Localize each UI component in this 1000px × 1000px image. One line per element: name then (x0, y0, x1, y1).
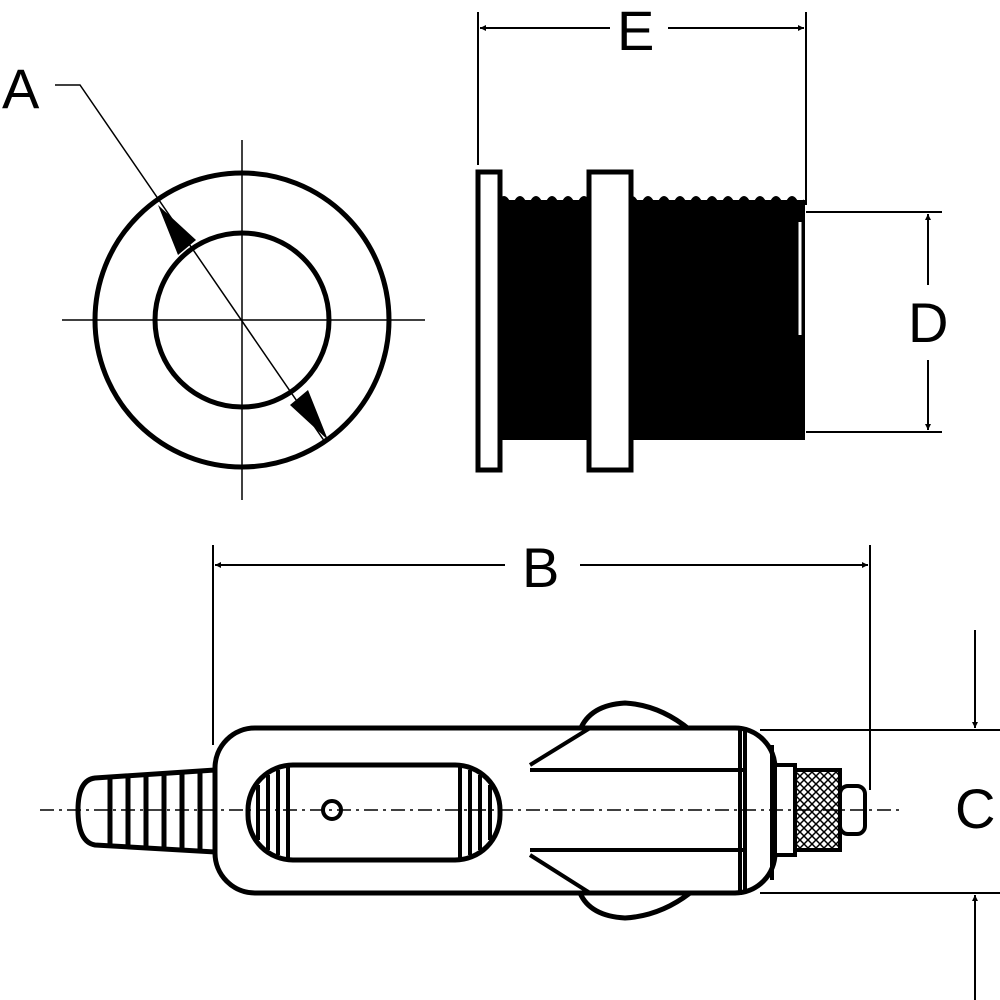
arrow-a-bottom (290, 390, 328, 440)
plug-view: B C (40, 536, 1000, 1000)
label-a: A (2, 57, 40, 120)
label-e: E (617, 0, 654, 62)
side-view: E D (475, 0, 948, 473)
label-d: D (908, 291, 948, 354)
front-view: A (2, 57, 425, 500)
arrow-a-top (158, 205, 196, 255)
label-c: C (955, 777, 995, 840)
label-b: B (522, 536, 559, 599)
